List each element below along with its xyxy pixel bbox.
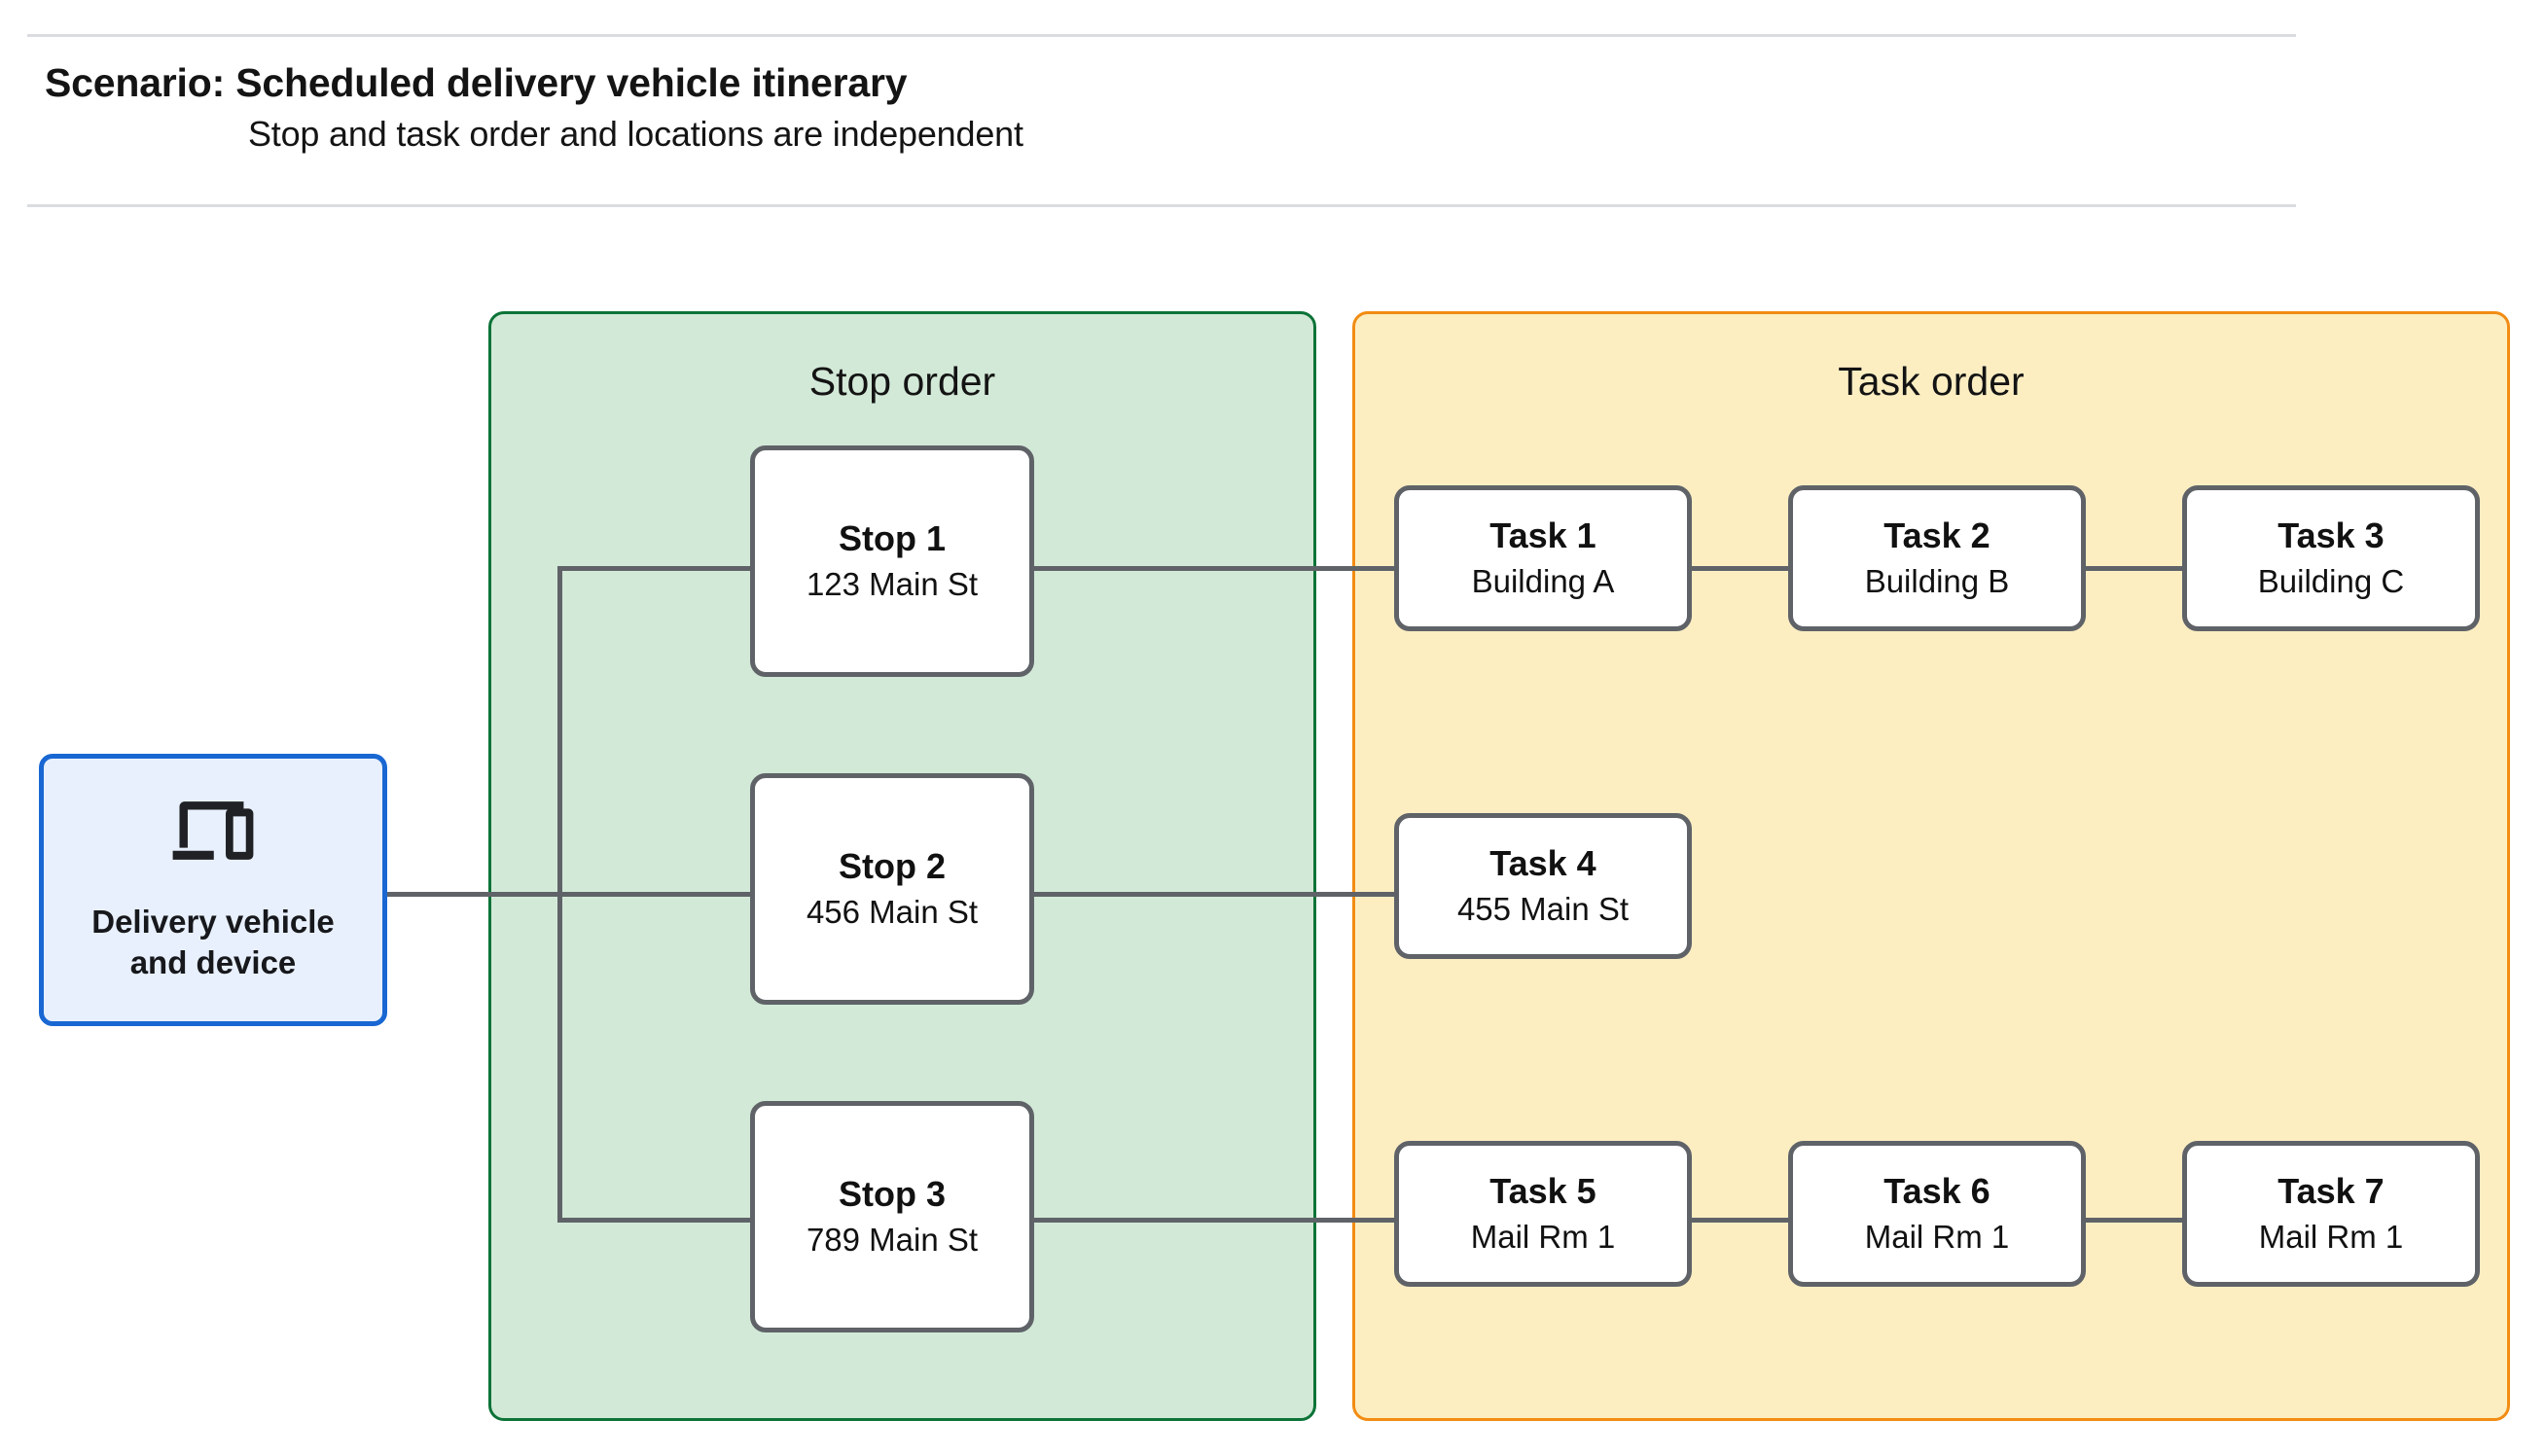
task-node-6[interactable]: Task 6 Mail Rm 1	[1788, 1141, 2086, 1287]
stop-node-2[interactable]: Stop 2 456 Main St	[750, 773, 1034, 1005]
stop-node-3-title: Stop 3	[838, 1174, 946, 1215]
stop-node-2-location: 456 Main St	[806, 893, 979, 930]
header-divider-bottom	[27, 204, 2296, 207]
task-node-7-location: Mail Rm 1	[2258, 1218, 2404, 1255]
stop-node-3[interactable]: Stop 3 789 Main St	[750, 1101, 1034, 1332]
stop-node-1-title: Stop 1	[838, 518, 946, 559]
panel-stop-order-title: Stop order	[808, 359, 996, 404]
task-node-3-location: Building C	[2257, 562, 2405, 599]
task-node-1[interactable]: Task 1 Building A	[1394, 485, 1692, 631]
connector-task-2-to-task-3	[2084, 566, 2184, 571]
stop-node-2-title: Stop 2	[838, 846, 946, 887]
task-node-1-location: Building A	[1471, 562, 1615, 599]
task-node-2[interactable]: Task 2 Building B	[1788, 485, 2086, 631]
header-divider-top	[27, 34, 2296, 37]
stop-node-3-location: 789 Main St	[806, 1221, 979, 1258]
task-node-4-location: 455 Main St	[1456, 890, 1630, 927]
task-node-6-location: Mail Rm 1	[1864, 1218, 2010, 1255]
task-node-5-title: Task 5	[1489, 1171, 1596, 1212]
connector-trunk-to-stop-3	[557, 1218, 752, 1223]
connector-stop-3-to-task-5	[1032, 1218, 1396, 1223]
connector-task-1-to-task-2	[1690, 566, 1790, 571]
page-subtitle: Stop and task order and locations are in…	[248, 114, 1023, 154]
connector-vehicle-to-trunk	[387, 892, 562, 897]
panel-task-order-title: Task order	[1838, 359, 2025, 404]
task-node-3-title: Task 3	[2277, 515, 2385, 556]
devices-icon	[172, 801, 254, 861]
task-node-6-title: Task 6	[1883, 1171, 1990, 1212]
task-node-5[interactable]: Task 5 Mail Rm 1	[1394, 1141, 1692, 1287]
task-node-4[interactable]: Task 4 455 Main St	[1394, 813, 1692, 959]
task-node-2-location: Building B	[1864, 562, 2010, 599]
task-node-2-title: Task 2	[1883, 515, 1990, 556]
connector-trunk-to-stop-1	[557, 566, 752, 571]
stop-node-1-location: 123 Main St	[806, 565, 979, 602]
delivery-vehicle-node[interactable]: Delivery vehicle and device	[39, 754, 387, 1026]
connector-task-6-to-task-7	[2084, 1218, 2184, 1223]
connector-trunk-to-stop-2	[557, 892, 752, 897]
task-node-7-title: Task 7	[2277, 1171, 2385, 1212]
stop-node-1[interactable]: Stop 1 123 Main St	[750, 445, 1034, 677]
page-title: Scenario: Scheduled delivery vehicle iti…	[45, 60, 908, 105]
connector-stop-2-to-task-4	[1032, 892, 1396, 897]
task-node-7[interactable]: Task 7 Mail Rm 1	[2182, 1141, 2480, 1287]
connector-stop-1-to-task-1	[1032, 566, 1396, 571]
task-node-5-location: Mail Rm 1	[1470, 1218, 1616, 1255]
task-node-4-title: Task 4	[1489, 843, 1596, 884]
delivery-vehicle-label: Delivery vehicle and device	[91, 904, 335, 980]
task-node-3[interactable]: Task 3 Building C	[2182, 485, 2480, 631]
connector-task-5-to-task-6	[1690, 1218, 1790, 1223]
task-node-1-title: Task 1	[1489, 515, 1596, 556]
